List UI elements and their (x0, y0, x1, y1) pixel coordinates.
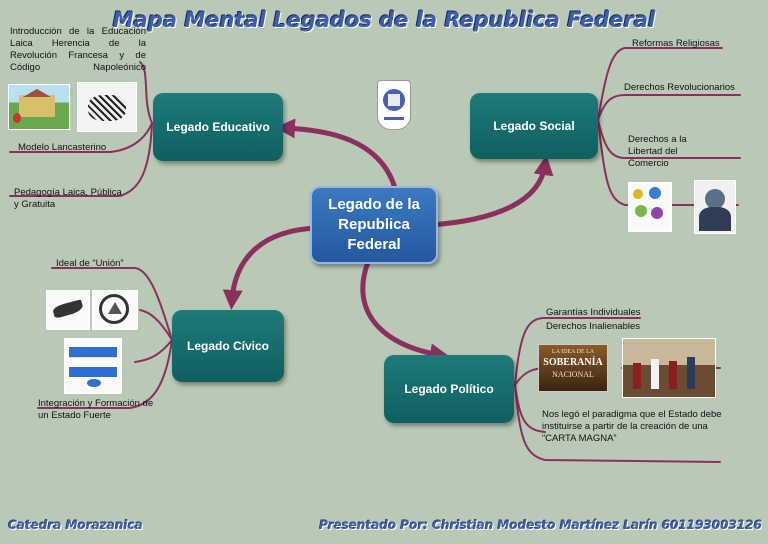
religion-symbols-image (628, 182, 672, 232)
book-cover-image: LA IDEA DE LA SOBERANÍA NACIONAL (538, 344, 608, 392)
emblem-image (377, 80, 411, 130)
node-label: Legado Social (493, 119, 575, 133)
politico-item-3: Nos legó el paradigma que el Estado debe… (542, 409, 722, 444)
footer-left: Catedra Morazanica (8, 518, 143, 532)
arrow-to-social (427, 155, 554, 228)
coat-of-arms-image (92, 290, 138, 330)
node-label: Legado Político (404, 382, 494, 396)
node-legado-civico: Legado Cívico (172, 310, 284, 382)
center-node: Legado de la Republica Federal (310, 186, 438, 264)
civico-item-2: Integración y Formación de un Estado Fue… (38, 398, 154, 421)
node-label: Legado Educativo (166, 120, 270, 134)
social-item-1: Reformas Religiosas (632, 38, 720, 49)
educativo-item-2: Modelo Lancasterino (18, 142, 107, 153)
school-image (8, 84, 70, 130)
portrait-image (694, 180, 736, 234)
politico-item-2: Derechos Inalienables (546, 321, 641, 332)
social-item-3: Derechos a la Libertad del Comercio (628, 134, 687, 169)
center-node-label: Legado de la Republica Federal (328, 196, 420, 253)
book-cover-line2: SOBERANÍA (543, 357, 603, 368)
node-label: Legado Cívico (186, 339, 269, 353)
node-legado-politico: Legado Político (384, 355, 514, 423)
node-legado-educativo: Legado Educativo (153, 93, 283, 161)
node-legado-social: Legado Social (470, 93, 598, 159)
social-item-2: Derechos Revolucionarios (624, 82, 735, 93)
drawing-image (77, 82, 137, 132)
footer-right: Presentado Por: Christian Modesto Martín… (319, 518, 762, 532)
educativo-item-1: Introducción de la Educación Laica Heren… (10, 26, 146, 73)
flag-map-image (64, 338, 122, 394)
arrow-to-civico (222, 225, 321, 310)
civico-item-1: Ideal de “Unión” (56, 258, 124, 269)
map-image (46, 290, 90, 330)
politico-item-1: Garantías Individuales (546, 307, 641, 318)
arrow-to-politico (360, 259, 450, 364)
arrow-to-educativo (275, 118, 398, 191)
book-cover-line1: LA IDEA DE LA (551, 349, 595, 355)
book-cover-line3: NACIONAL (552, 370, 594, 379)
educativo-item-3: Pedagogía Laica, Pública y Gratuita (14, 187, 122, 210)
page-title: Mapa Mental Legados de la Republica Fede… (112, 8, 656, 32)
historical-painting-image (622, 338, 716, 398)
